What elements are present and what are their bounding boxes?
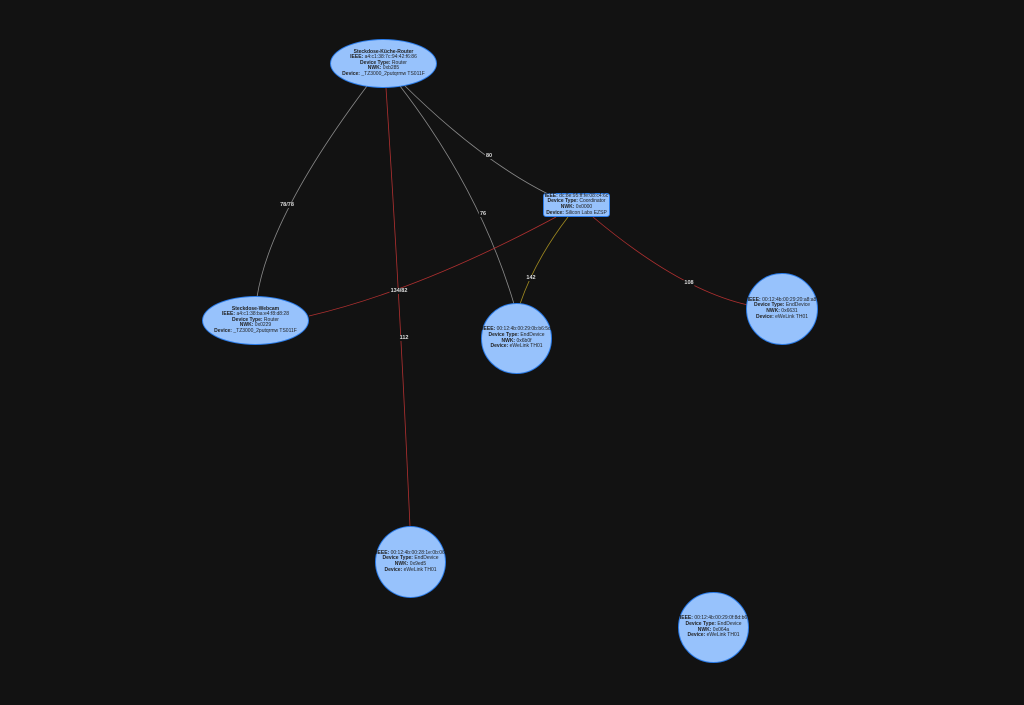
type-value: Router — [391, 59, 407, 66]
type-label: Device Type: — [382, 555, 413, 562]
device-value: Silicon Labs EZSP — [565, 209, 607, 216]
device-label: Device: — [342, 70, 360, 77]
device-value: eWeLink TH01 — [706, 632, 740, 639]
device-label: Device: — [546, 209, 564, 216]
type-value: Router — [263, 316, 279, 323]
node-enddevice[interactable]: IEEE: 00:12:4b:00:29:20:a8:a8 Device Typ… — [746, 273, 818, 345]
device-value: eWeLink TH01 — [775, 313, 809, 320]
type-value: EndDevice — [785, 302, 811, 309]
node-enddevice[interactable]: IEEE: 00:12:4b:00:29:0b:b6:5d Device Typ… — [481, 303, 552, 374]
device-label: Device: — [755, 313, 774, 320]
ieee-value: dc:8e:95:ff:fe:08:c4:6c — [559, 192, 609, 199]
ieee-label: IEEE: — [544, 192, 558, 199]
link-coordinator-webcam[interactable] — [308, 216, 557, 317]
nwk-label: NWK: — [501, 337, 516, 344]
device-label: Device: — [384, 566, 403, 573]
link-label: 78/78 — [279, 202, 295, 208]
ieee-value: 00:12:4b:00:28:1e:0b:06 — [390, 549, 445, 556]
link-coordinator-enddevice2[interactable] — [592, 216, 749, 306]
link-router-enddevice3[interactable] — [385, 87, 411, 528]
nwk-label: NWK: — [239, 322, 254, 329]
nwk-label: NWK: — [367, 65, 382, 72]
device-label: Device: — [687, 632, 706, 639]
nwk-value: 0x6631 — [781, 308, 798, 314]
link-router-enddevice1[interactable] — [399, 85, 515, 305]
nwk-label: NWK: — [560, 204, 575, 210]
link-router-webcam[interactable] — [256, 85, 368, 298]
device-label: Device: — [490, 343, 509, 350]
type-value: Coordinator — [579, 198, 606, 205]
link-label: 142 — [525, 275, 537, 281]
nwk-value: 0x0229 — [254, 322, 272, 329]
device-value: _TZ3000_2putqrmw TS011F — [361, 70, 425, 77]
type-label: Device Type: — [685, 620, 716, 627]
device-value: eWeLink TH01 — [403, 566, 437, 573]
nwk-value: 0x9ed5 — [409, 561, 427, 567]
device-label: Device: — [214, 327, 232, 334]
type-label: Device Type: — [488, 331, 519, 338]
type-label: Device Type: — [547, 198, 578, 205]
node-router-webcam[interactable]: Steckdose-Webcam IEEE: a4:c1:38:ba:e4:f8… — [202, 296, 309, 345]
ieee-label: IEEE: — [222, 311, 236, 318]
link-coordinator-enddevice1[interactable] — [519, 216, 569, 305]
ieee-label: IEEE: — [679, 615, 693, 622]
node-coordinator[interactable]: IEEE: dc:8e:95:ff:fe:08:c4:6c Device Typ… — [543, 193, 610, 217]
type-value: EndDevice — [414, 555, 439, 562]
node-enddevice[interactable]: IEEE: 00:12:4b:00:28:1e:0b:06 Device Typ… — [375, 526, 446, 598]
ieee-label: IEEE: — [747, 296, 761, 303]
nwk-label: NWK: — [394, 561, 409, 567]
ieee-value: a4:c1:38:ba:e4:f8:d8:28 — [236, 311, 289, 318]
nwk-value: 0xb285 — [382, 65, 400, 72]
nwk-label: NWK: — [766, 308, 780, 314]
node-enddevice[interactable]: IEEE: 00:12:4b:00:29:0f:8d:b6 Device Typ… — [678, 592, 749, 663]
nwk-value: 0x6b0f — [516, 337, 532, 344]
link-label: 134/82 — [389, 288, 409, 294]
type-label: Device Type: — [360, 59, 391, 66]
link-label: 80 — [484, 153, 494, 159]
ieee-value: 00:12:4b:00:29:20:a8:a8 — [762, 296, 817, 303]
type-value: EndDevice — [520, 331, 545, 338]
nwk-value: 0x0000 — [575, 204, 593, 210]
device-value: eWeLink TH01 — [509, 343, 543, 350]
ieee-value: a4:c1:38:7c:94:42:f6:86 — [364, 54, 417, 61]
device-value: _TZ3000_2putqrmw TS011F — [233, 327, 297, 334]
link-label: 76 — [478, 211, 488, 217]
type-label: Device Type: — [232, 316, 263, 323]
ieee-label: IEEE: — [376, 549, 390, 556]
type-label: Device Type: — [753, 302, 785, 309]
type-value: EndDevice — [717, 620, 742, 627]
link-label: 108 — [683, 280, 695, 286]
ieee-value: 00:12:4b:00:29:0f:8d:b6 — [694, 615, 748, 622]
link-label: 112 — [398, 335, 410, 341]
node-router-kueche[interactable]: Steckdose-Küche-Router IEEE: a4:c1:38:7c… — [330, 39, 437, 88]
ieee-label: IEEE: — [350, 54, 364, 61]
node-name: Steckdose-Webcam — [231, 305, 280, 312]
nwk-label: NWK: — [697, 626, 712, 633]
node-name: Steckdose-Küche-Router — [353, 48, 414, 55]
ieee-label: IEEE: — [482, 326, 496, 333]
ieee-value: 00:12:4b:00:29:0b:b6:5d — [496, 326, 551, 333]
nwk-value: 0x064a — [712, 626, 730, 633]
link-router-coordinator[interactable] — [402, 83, 549, 195]
